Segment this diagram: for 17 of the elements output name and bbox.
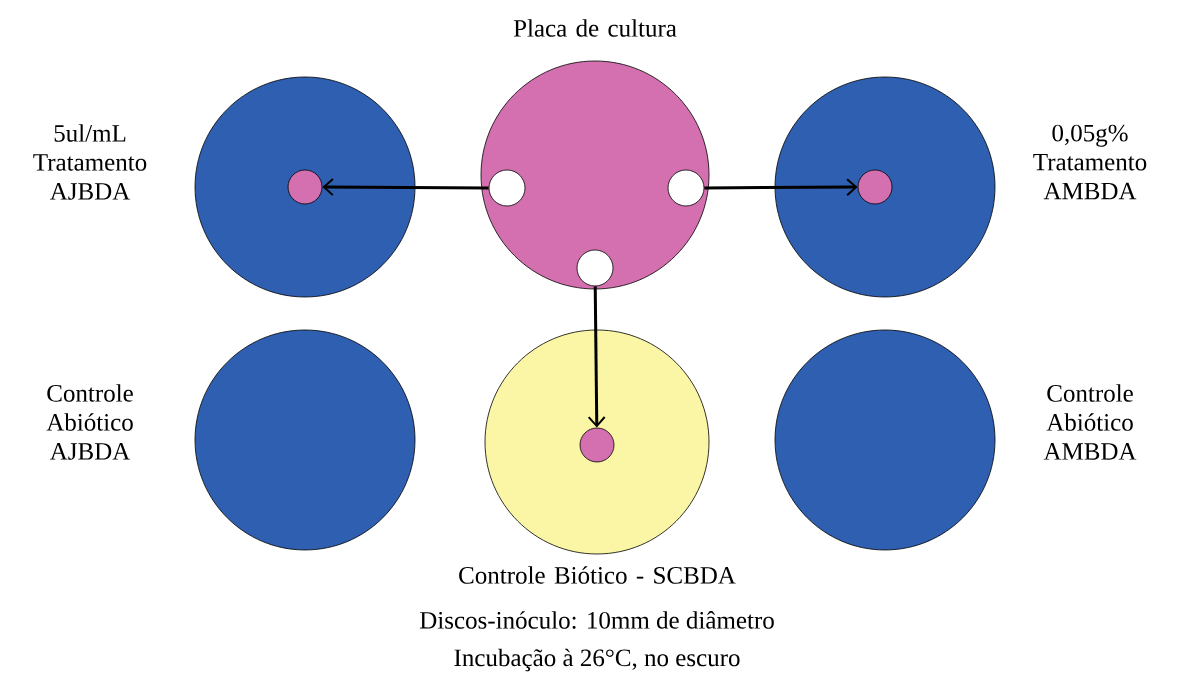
plate-label: Controle Abiótico AMBDA <box>1043 384 1137 460</box>
arrow <box>704 178 858 197</box>
plate-label: Controle Abiótico AJBDA <box>46 384 133 460</box>
inoculum-disc <box>287 169 323 205</box>
plate-label: Placa de cultura <box>513 19 677 37</box>
inoculum-disc <box>857 169 893 205</box>
hole-circle <box>667 169 705 207</box>
hole-circle <box>576 249 614 287</box>
plate-label: Controle Biótico - SCBDA <box>459 566 736 584</box>
arrow <box>322 178 489 197</box>
hole-circle <box>488 169 526 207</box>
inoculum-disc <box>579 427 615 463</box>
arrow <box>587 286 606 428</box>
note-text: Discos-inóculo: 10mm de diâmetro <box>420 611 774 629</box>
plate-label: 5ul/mL Tratamento AJBDA <box>33 124 147 200</box>
plate-label: 0,05g% Tratamento AMBDA <box>1033 124 1147 200</box>
note-text: Incubação à 26°C, no escuro <box>454 648 740 672</box>
